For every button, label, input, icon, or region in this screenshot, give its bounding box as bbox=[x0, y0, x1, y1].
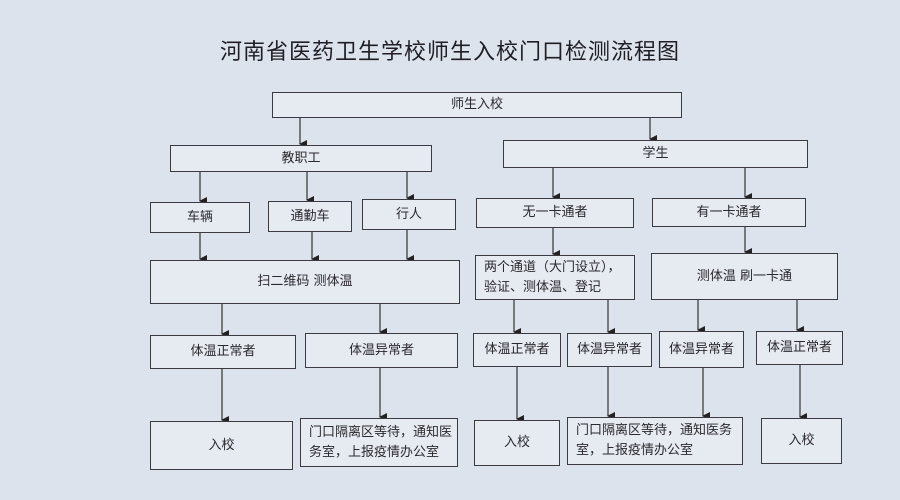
node-c-enter: 入校 bbox=[761, 418, 842, 464]
node-scan: 扫二维码 测体温 bbox=[150, 260, 460, 304]
flowchart-title: 河南省医药卫生学校师生入校门口检测流程图 bbox=[219, 40, 680, 65]
node-staff: 教职工 bbox=[170, 145, 432, 172]
node-staff-isolate: 门口隔离区等待，通知医务室，上报疫情办公室 bbox=[300, 418, 458, 467]
node-student: 学生 bbox=[503, 140, 808, 168]
node-c-abnormal: 体温异常者 bbox=[659, 331, 744, 368]
node-nc-normal: 体温正常者 bbox=[473, 333, 561, 367]
node-shared-isolate: 门口隔离区等待，通知医务室，上报疫情办公室 bbox=[567, 417, 743, 465]
node-has-card: 有一卡通者 bbox=[652, 198, 806, 227]
node-card-process: 测体温 刷一卡通 bbox=[651, 253, 838, 300]
node-staff-normal: 体温正常者 bbox=[150, 335, 296, 369]
node-staff-enter: 入校 bbox=[150, 421, 293, 470]
node-root: 师生入校 bbox=[272, 92, 682, 118]
node-shuttle: 通勤车 bbox=[268, 201, 352, 232]
node-c-normal: 体温正常者 bbox=[756, 331, 843, 365]
node-staff-abnormal: 体温异常者 bbox=[305, 333, 458, 368]
node-nc-abnormal: 体温异常者 bbox=[567, 333, 652, 367]
node-walk: 行人 bbox=[362, 199, 456, 230]
node-nc-enter: 入校 bbox=[474, 420, 560, 466]
node-no-card-process: 两个通道（大门设立），验证、测体温、登记 bbox=[475, 255, 635, 300]
node-car: 车辆 bbox=[150, 202, 250, 233]
node-no-card: 无一卡通者 bbox=[476, 198, 634, 228]
